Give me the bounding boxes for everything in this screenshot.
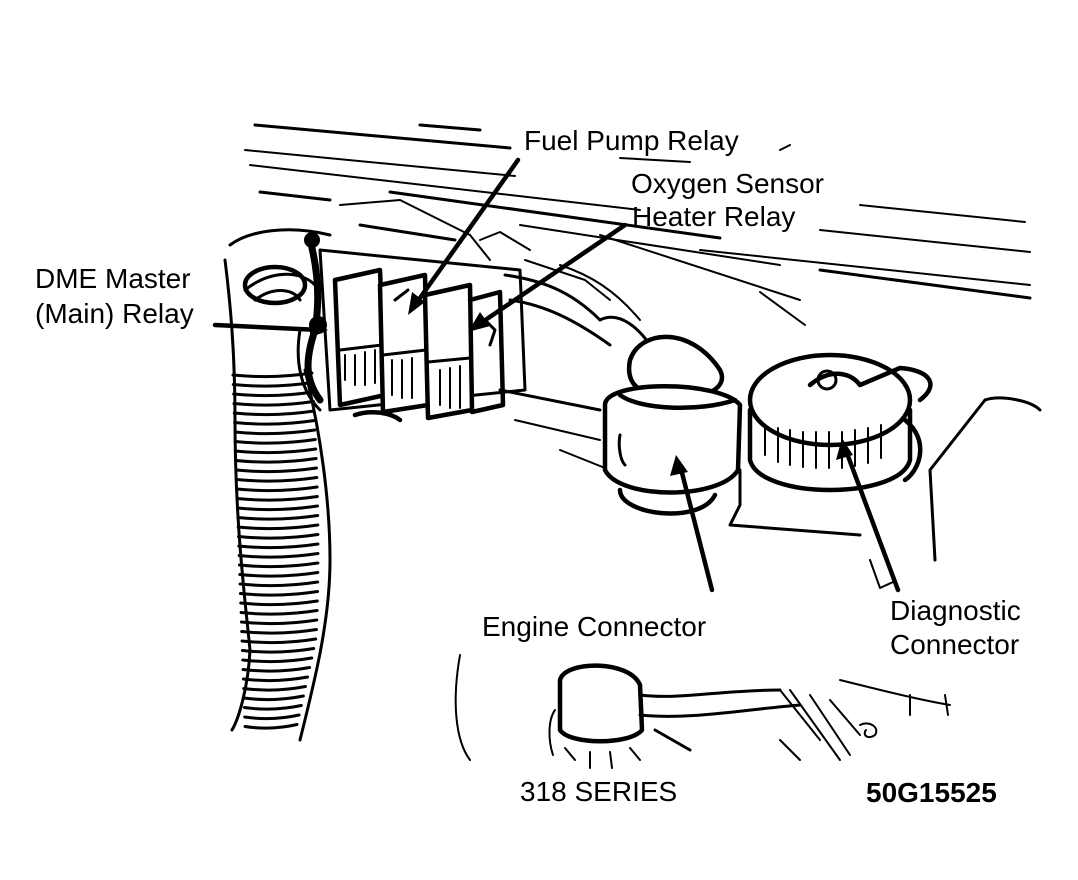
hose-rib: [234, 466, 319, 474]
hose-rib: [235, 476, 319, 483]
hose-rib: [239, 599, 319, 607]
hose-rib: [236, 523, 320, 531]
hose-rib: [243, 713, 301, 721]
leader-lines: [212, 157, 901, 593]
hose-rib: [242, 685, 307, 692]
fuel-pump-leader: [412, 157, 521, 308]
hose-rib: [231, 371, 314, 379]
fuel-pump-relay-label: Fuel Pump Relay: [524, 125, 739, 156]
hose-rib: [241, 675, 310, 683]
hose-rib: [239, 618, 319, 626]
hose-rib: [243, 723, 299, 730]
diagnostic-connector-leader: [842, 445, 901, 593]
hose-rib: [242, 694, 305, 702]
hose-rib: [234, 457, 318, 464]
hose-rib: [232, 390, 315, 398]
wiring-harness: [479, 231, 641, 471]
hose-rib: [238, 580, 320, 588]
hose-rib: [241, 656, 314, 664]
engine-connector-body: [598, 315, 743, 516]
relay-block: [296, 199, 527, 423]
dme-relay-label-line1: DME Master: [35, 263, 191, 294]
dme-relay-label-line2: (Main) Relay: [35, 298, 194, 329]
engine-connector-leader: [677, 462, 715, 593]
hose-rib: [239, 609, 319, 616]
hose-rib: [235, 485, 319, 493]
dme-arrowhead: [310, 322, 328, 338]
hose-rib: [237, 552, 320, 559]
hose-rib: [234, 447, 318, 455]
lower-components: [454, 654, 951, 769]
hose-rib: [235, 495, 319, 502]
figure-code: 50G15525: [866, 777, 997, 808]
hose-rib: [237, 542, 320, 550]
hose-rib: [240, 647, 316, 654]
hose-rib: [236, 514, 320, 521]
corrugated-hose: [223, 228, 332, 742]
hose-rib: [232, 400, 316, 407]
diagnostic-connector-label-line2: Connector: [890, 629, 1019, 660]
oxygen-sensor-arrowhead: [468, 312, 490, 332]
hose-rib: [233, 419, 316, 426]
engine-connector-arrowhead: [670, 455, 688, 476]
hose-rib: [233, 428, 317, 436]
hose-rib: [238, 571, 320, 578]
hose-rib: [240, 628, 319, 635]
hose-rib: [240, 637, 318, 645]
hose-rib: [233, 438, 317, 445]
dme-leader: [212, 322, 323, 333]
hose-rib: [231, 381, 315, 388]
hose-rib: [237, 533, 320, 540]
dme-relay-body: [332, 267, 388, 408]
oxygen-sensor-label-line1: Oxygen Sensor: [631, 168, 824, 199]
series-caption: 318 SERIES: [520, 776, 677, 807]
fuel-pump-arrowhead: [408, 292, 425, 315]
hose-rib: [232, 409, 316, 417]
engine-connector-label: Engine Connector: [482, 611, 706, 642]
hose-rib: [241, 666, 312, 673]
hose-rib: [242, 704, 303, 711]
hose-rib: [236, 504, 320, 512]
diagnostic-connector-body: [728, 352, 1042, 589]
oxygen-sensor-label-line2: Heater Relay: [632, 201, 795, 232]
hose-rib: [237, 561, 320, 569]
diagnostic-connector-label-line1: Diagnostic: [890, 595, 1021, 626]
oxygen-sensor-leader: [475, 222, 628, 328]
hose-rib: [238, 590, 320, 597]
diagnostic-connector-arrowhead: [836, 438, 853, 460]
hood-lines: [244, 123, 1032, 326]
oxygen-sensor-relay-body: [422, 282, 506, 421]
